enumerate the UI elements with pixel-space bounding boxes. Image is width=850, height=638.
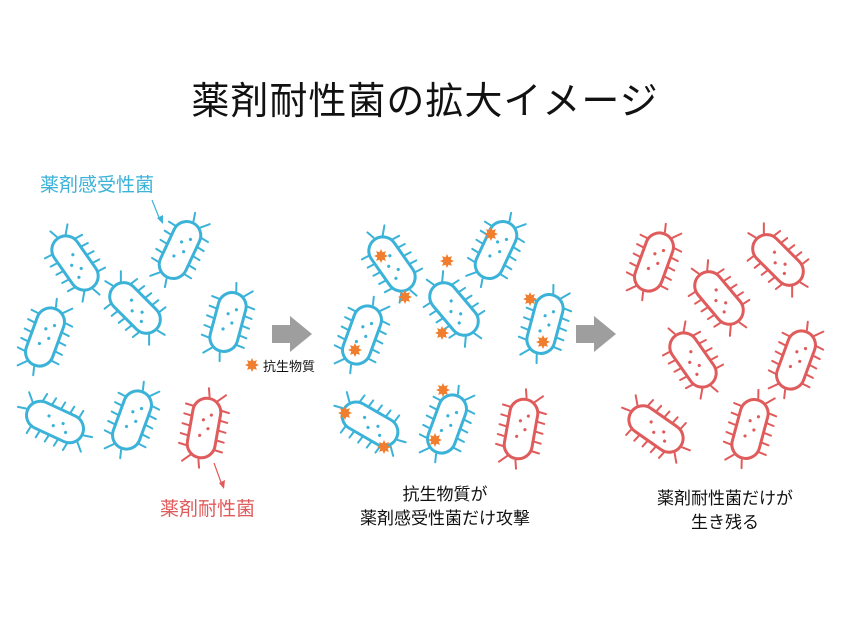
antibiotic-particle-icon — [398, 290, 412, 304]
step2-caption: 抗生物質が 薬剤感受性菌だけ攻撃 — [340, 483, 550, 531]
resistant-bacterium-icon — [495, 388, 547, 470]
resistant-bacterium-icon — [722, 388, 778, 470]
antibiotic-particle-icon — [428, 433, 442, 447]
susceptible-bacterium-icon — [200, 281, 256, 363]
resistant-bacterium-icon — [661, 320, 725, 400]
antibiotic-particle-icon — [484, 227, 498, 241]
susceptible-bacterium-icon — [149, 211, 211, 289]
step-arrow-2 — [576, 316, 616, 352]
bacteria-layer — [16, 211, 825, 470]
antibiotic-particle-icon — [348, 343, 362, 357]
susceptible-bacterium-icon — [333, 295, 391, 375]
antibiotic-particle-icon — [435, 326, 449, 340]
step3-caption: 薬剤耐性菌だけが 生き残る — [620, 487, 830, 535]
susceptible-bacterium-icon — [333, 391, 407, 457]
resistant-bacterium-icon — [178, 387, 230, 469]
resistant-bacterium-icon — [621, 394, 691, 464]
step2-caption-line1: 抗生物質が — [402, 485, 488, 505]
susceptible-bacterium-icon — [465, 211, 527, 289]
antibiotic-legend-label: 抗生物質 — [263, 360, 316, 375]
antibiotic-particle-icon — [245, 358, 259, 372]
susceptible-bacterium-icon — [16, 391, 94, 453]
antibiotic-particle-icon — [440, 254, 454, 268]
antibiotic-particle-icon — [374, 249, 388, 263]
step-arrow-1 — [272, 316, 312, 352]
page-title: 薬剤耐性菌の拡大イメージ — [191, 79, 659, 123]
resistant-bacterium-icon — [687, 259, 751, 337]
susceptible-bacterium-icon — [517, 283, 573, 365]
resistant-bacterium-icon — [767, 320, 825, 400]
susceptible-bacterium-icon — [103, 380, 161, 460]
susceptible-bacterium-icon — [422, 270, 486, 348]
antibiotic-particle-icon — [536, 335, 550, 349]
antibiotic-particle-icon — [523, 292, 537, 306]
susceptible-bacterium-icon — [360, 224, 424, 304]
pointer-arrow-susceptible — [151, 199, 163, 224]
resistant-bacteria-label: 薬剤耐性菌 — [160, 498, 256, 520]
step2-caption-line2: 薬剤感受性菌だけ攻撃 — [360, 509, 530, 529]
susceptible-bacterium-icon — [16, 297, 74, 377]
susceptible-bacteria-label: 薬剤感受性菌 — [40, 174, 155, 196]
antibiotic-layer — [245, 227, 550, 454]
susceptible-bacterium-icon — [43, 223, 107, 303]
resistant-bacterium-icon — [625, 222, 683, 302]
antibiotic-particle-icon — [436, 383, 450, 397]
step3-caption-line2: 生き残る — [691, 513, 759, 533]
pointer-arrow-resistant — [213, 462, 225, 489]
resistant-bacterium-icon — [746, 222, 810, 298]
antibiotic-particle-icon — [338, 406, 352, 420]
step3-caption-line1: 薬剤耐性菌だけが — [657, 489, 793, 509]
antibiotic-particle-icon — [377, 440, 391, 454]
